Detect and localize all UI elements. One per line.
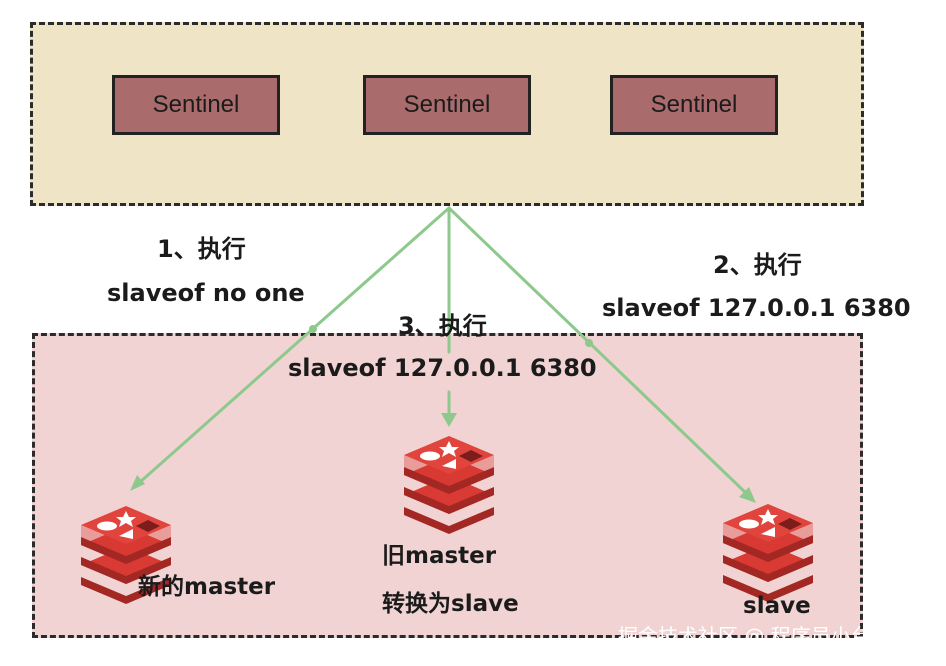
arrow-head-center xyxy=(441,413,457,427)
arrow-head-right xyxy=(739,487,756,503)
sentinel-node-2: Sentinel xyxy=(363,75,531,135)
watermark-juejin: 掘金技术社区 @ 程序员小台 xyxy=(618,624,871,648)
sentinel-node-1: Sentinel xyxy=(112,75,280,135)
new-master-label: 新的master xyxy=(138,574,276,600)
arrow-to-new-master xyxy=(137,206,451,485)
step2-command: slaveof 127.0.0.1 6380 xyxy=(602,294,911,322)
old-master-label: 旧master xyxy=(382,543,497,569)
arrow-head-left xyxy=(130,475,145,491)
step1-command: slaveof no one xyxy=(107,279,305,307)
step1-title: 1、执行 xyxy=(157,235,246,263)
watermark-csdn: CSDN @pitt1997 xyxy=(805,643,932,661)
sentinel-node-label: Sentinel xyxy=(152,91,240,118)
arrow-joint-dot xyxy=(585,339,593,347)
sentinel-node-label: Sentinel xyxy=(650,91,738,118)
step3-command: slaveof 127.0.0.1 6380 xyxy=(288,354,597,382)
arrow-to-slave xyxy=(447,206,749,496)
arrow-joint-dot xyxy=(309,325,317,333)
slave-label: slave xyxy=(743,593,811,619)
step3-title: 3、执行 xyxy=(398,312,487,340)
redis-logo-icon xyxy=(723,504,813,602)
old-master-role-label: 转换为slave xyxy=(382,591,519,617)
redis-logo-icon xyxy=(404,436,494,534)
step2-title: 2、执行 xyxy=(713,251,802,279)
sentinel-node-3: Sentinel xyxy=(610,75,778,135)
sentinel-node-label: Sentinel xyxy=(403,91,491,118)
